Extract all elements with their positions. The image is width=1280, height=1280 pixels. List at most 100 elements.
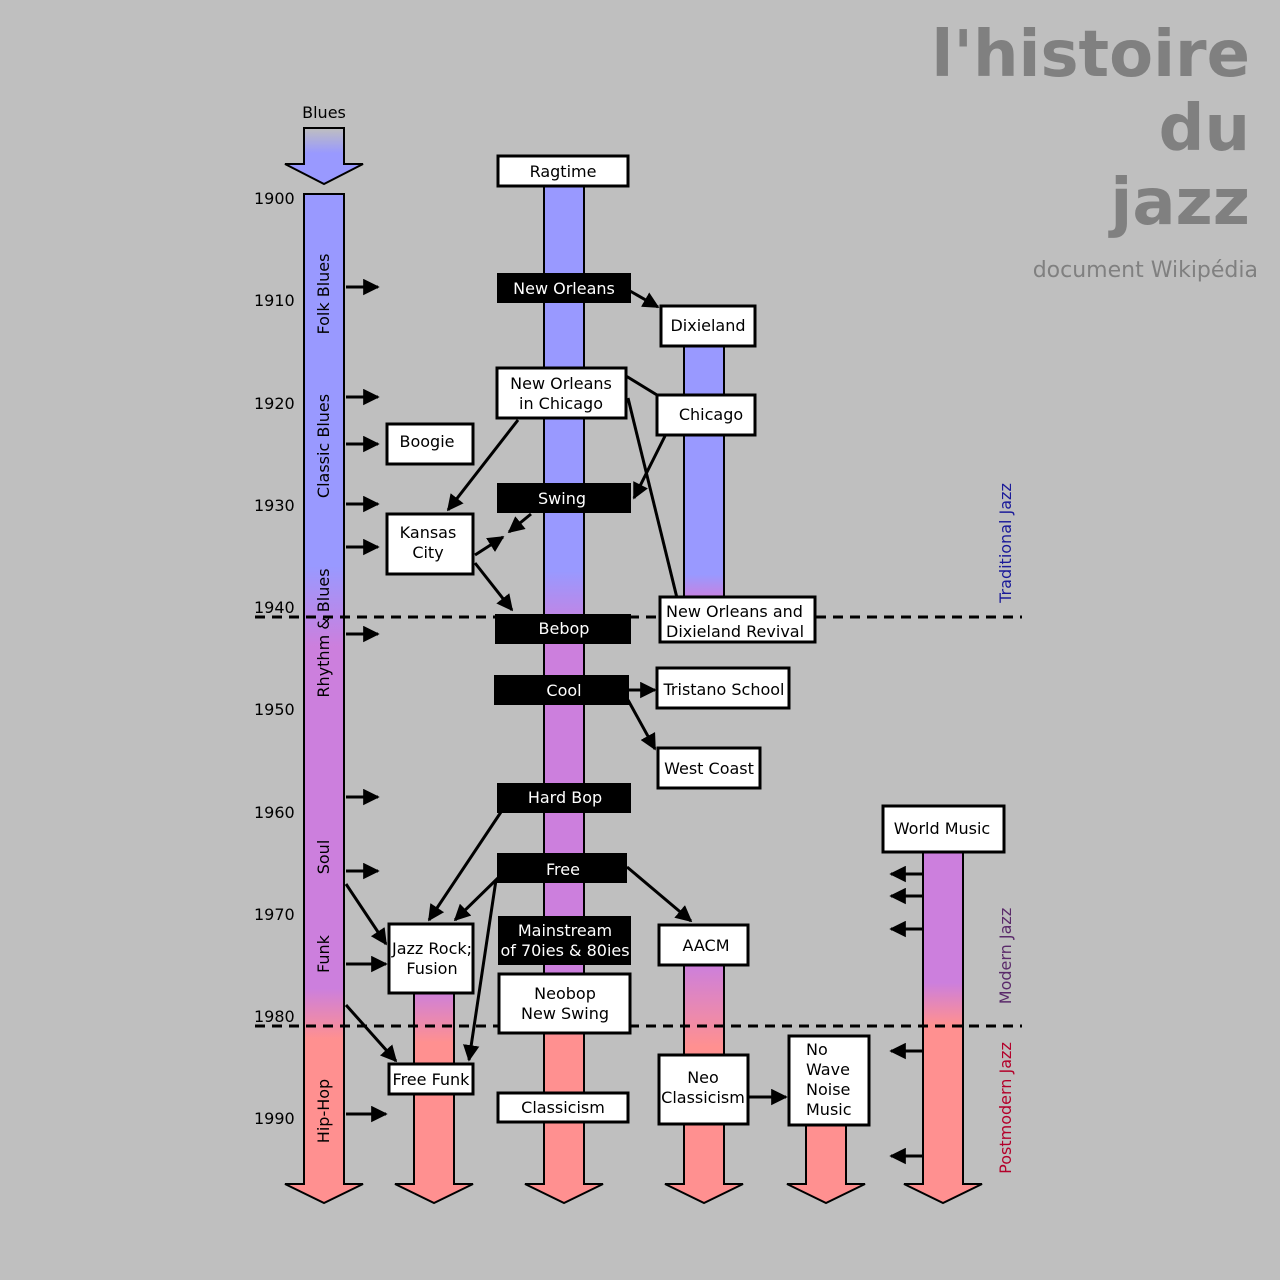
style-neo-classicism: Neo Classicism xyxy=(657,1053,750,1126)
year-label: 1990 xyxy=(254,1109,295,1128)
style-new-orleans-in-chicago: New Orleans in Chicago xyxy=(495,366,628,420)
year-label: 1980 xyxy=(254,1007,295,1026)
connector xyxy=(626,397,679,599)
style-label: Boogie xyxy=(400,432,455,451)
blues-era-classic: Classic Blues xyxy=(314,394,333,498)
style-world-music: World Music xyxy=(881,804,1006,854)
style-connectors xyxy=(427,289,788,1106)
style-aacm: AACM xyxy=(657,923,750,967)
style-label: New Orleans xyxy=(513,279,615,298)
style-jazz-rock-fusion: Jazz Rock; Fusion xyxy=(387,922,475,995)
connector xyxy=(474,535,505,557)
era-label-modern: Modern Jazz xyxy=(996,908,1015,1004)
style-label: City xyxy=(412,543,443,562)
style-label: Cool xyxy=(546,681,581,700)
style-classicism: Classicism xyxy=(496,1091,630,1124)
style-label: Free xyxy=(546,860,580,879)
style-label: in Chicago xyxy=(519,394,603,413)
fusion-column xyxy=(394,989,474,1205)
style-free-funk: Free Funk xyxy=(387,1062,475,1096)
connector xyxy=(626,699,657,751)
style-hard-bop: Hard Bop xyxy=(497,783,631,813)
blues-incoming-arrow xyxy=(284,127,364,186)
blues-influence-arrows xyxy=(344,278,398,1123)
style-label: Chicago xyxy=(679,405,743,424)
style-label: New Orleans xyxy=(510,374,612,393)
year-label: 1920 xyxy=(254,394,295,413)
style-kansas-city: Kansas City xyxy=(385,512,475,576)
blues-era-rnb: Rhythm & Blues xyxy=(314,568,333,697)
style-label: Noise xyxy=(806,1080,850,1099)
connector xyxy=(427,811,503,922)
style-label: Tristano School xyxy=(663,680,785,699)
style-label: World Music xyxy=(894,819,990,838)
connector xyxy=(463,879,498,1062)
connector xyxy=(446,419,520,512)
connector xyxy=(507,512,532,534)
style-label: Kansas xyxy=(400,523,457,542)
style-label: Ragtime xyxy=(530,162,597,181)
style-no-wave: No Wave Noise Music xyxy=(787,1034,871,1127)
year-label: 1950 xyxy=(254,700,295,719)
blues-era-funk: Funk xyxy=(314,934,333,973)
blues-era-soul: Soul xyxy=(314,840,333,875)
year-label: 1970 xyxy=(254,905,295,924)
connector xyxy=(625,374,658,397)
style-label: West Coast xyxy=(664,759,754,778)
style-label: Neobop xyxy=(534,984,596,1003)
connector xyxy=(629,289,660,309)
style-bebop: Bebop xyxy=(495,614,631,644)
title-line-3: jazz xyxy=(1107,166,1250,240)
connector xyxy=(626,865,693,923)
style-swing: Swing xyxy=(497,483,631,513)
no-wave-column xyxy=(786,1123,866,1205)
style-label: Dixieland Revival xyxy=(666,622,804,641)
year-label: 1930 xyxy=(254,496,295,515)
year-label: 1900 xyxy=(254,189,295,208)
style-ragtime: Ragtime xyxy=(496,154,630,188)
style-label: Dixieland xyxy=(670,316,745,335)
style-label: Swing xyxy=(538,489,586,508)
influence-arrow xyxy=(344,1004,398,1063)
style-label: AACM xyxy=(682,936,729,955)
era-label-postmodern: Postmodern Jazz xyxy=(996,1042,1015,1174)
style-label: Classicism xyxy=(521,1098,605,1117)
style-mainstream: Mainstream of 70ies & 80ies xyxy=(498,916,631,965)
dixieland-column xyxy=(683,343,725,601)
style-west-coast: West Coast xyxy=(656,746,762,790)
style-label: Bebop xyxy=(539,619,590,638)
style-label: Free Funk xyxy=(393,1070,471,1089)
style-dixieland: Dixieland xyxy=(659,304,757,348)
year-label: 1910 xyxy=(254,291,295,310)
style-label: New Orleans and xyxy=(666,602,803,621)
connector xyxy=(453,875,501,922)
year-label: 1960 xyxy=(254,803,295,822)
title-line-1: l'histoire xyxy=(931,18,1250,92)
style-revival: New Orleans and Dixieland Revival xyxy=(658,595,817,644)
blues-era-hiphop: Hip-Hop xyxy=(314,1079,333,1143)
style-label: Hard Bop xyxy=(528,788,602,807)
connector xyxy=(632,435,667,500)
style-cool: Cool xyxy=(494,675,629,705)
style-chicago: Chicago xyxy=(655,393,757,437)
era-label-traditional: Traditional Jazz xyxy=(996,483,1015,604)
style-label: Music xyxy=(806,1100,852,1119)
style-label: Classicism xyxy=(661,1088,745,1107)
style-label: Jazz Rock; xyxy=(391,939,472,958)
style-boogie: Boogie xyxy=(385,422,475,466)
connector xyxy=(473,562,514,612)
style-label: Wave xyxy=(806,1060,850,1079)
style-label: of 70ies & 80ies xyxy=(500,941,629,960)
style-label: Neo xyxy=(687,1068,719,1087)
style-tristano-school: Tristano School xyxy=(655,666,791,710)
influence-arrow xyxy=(344,883,388,946)
style-label: Mainstream xyxy=(518,921,612,940)
year-label: 1940 xyxy=(254,598,295,617)
blues-column xyxy=(284,193,364,1205)
year-axis: 1900 1910 1920 1930 1940 1950 1960 1970 … xyxy=(254,189,295,1128)
title-line-2: du xyxy=(1159,92,1250,166)
world-music-arrows xyxy=(889,865,923,1165)
style-new-orleans: New Orleans xyxy=(497,273,631,303)
style-neobop: Neobop New Swing xyxy=(497,972,632,1035)
